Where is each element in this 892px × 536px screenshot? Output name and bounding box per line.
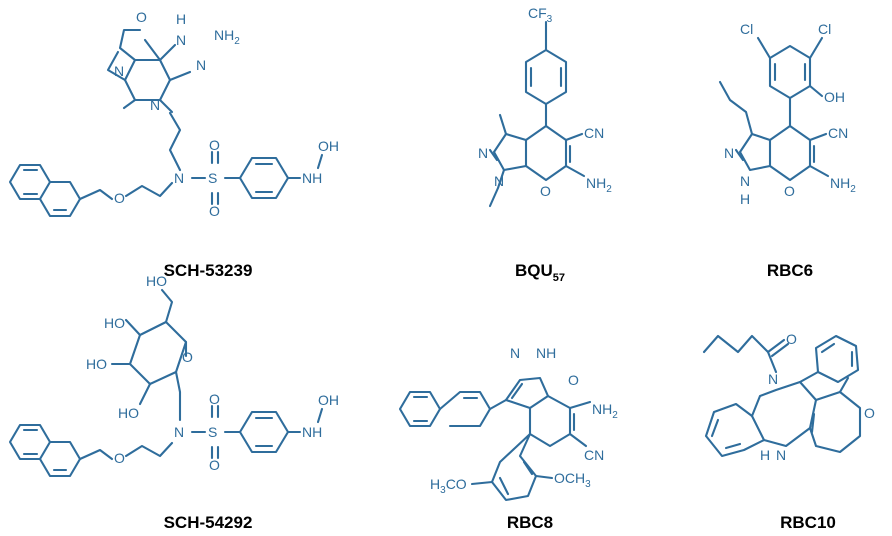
- atom-oh-a: HO: [104, 315, 125, 331]
- atom-oh-top: HO: [146, 273, 167, 289]
- structure-bqu57: CF3 CN N N O NH2 BQU57: [478, 5, 612, 284]
- atom-nh: N: [740, 173, 750, 189]
- atom-n9: N: [150, 97, 160, 113]
- atom-methoxy-b: OCH3: [554, 470, 591, 490]
- atom-amine: NH2: [214, 27, 240, 47]
- atom-amide-o: O: [786, 331, 797, 347]
- atom-nitrile: CN: [584, 447, 604, 463]
- atom-ether-o: O: [114, 190, 125, 206]
- atom-ring-o: O: [182, 349, 193, 365]
- atom-cl-left: Cl: [740, 21, 753, 37]
- atom-ring-o: O: [568, 372, 579, 388]
- atom-hydroxylamine-oh: OH: [318, 392, 339, 408]
- atoms-sch-53239: O N H NH2 N N N N O S O O NH OH: [114, 9, 339, 219]
- atom-s: S: [208, 170, 217, 186]
- atom-n1: N: [510, 345, 520, 361]
- structure-rbc10: O N O N H RBC10: [702, 331, 875, 532]
- atom-amine: NH2: [830, 175, 856, 195]
- bonds-sch-54292: [8, 288, 324, 478]
- compound-name-rbc8: RBC8: [507, 513, 553, 532]
- atom-n-mid: N: [114, 63, 124, 79]
- atom-hydroxylamine-n: NH: [302, 424, 322, 440]
- atom-ketone-o: O: [864, 405, 875, 421]
- atom-amine: NH2: [586, 175, 612, 195]
- atom-oh: OH: [824, 89, 845, 105]
- atom-s: S: [208, 424, 217, 440]
- atoms-rbc8: N NH O NH2 CN H3CO OCH3: [430, 345, 618, 496]
- atom-ring-nh: N: [176, 32, 186, 48]
- atom-ring-nh: N: [776, 447, 786, 463]
- structure-rbc8: N NH O NH2 CN H3CO OCH3 RBC8: [398, 345, 618, 532]
- atom-ring-n: N: [768, 371, 778, 387]
- compound-name-bqu57: BQU57: [515, 261, 565, 284]
- atom-so-bottom: O: [209, 457, 220, 473]
- atom-nitrile: CN: [828, 125, 848, 141]
- bonds-rbc10: [702, 334, 862, 458]
- atom-ring-h: H: [760, 447, 770, 463]
- bonds-bqu57: [488, 20, 586, 208]
- bonds-sch-53239: [8, 28, 324, 218]
- atom-nitrile: CN: [584, 125, 604, 141]
- atom-so-top: O: [209, 137, 220, 153]
- atom-so-bottom: O: [209, 203, 220, 219]
- compound-name-rbc6: RBC6: [767, 261, 813, 280]
- atom-amine: NH2: [592, 401, 618, 421]
- atoms-rbc10: O N O N H: [760, 331, 875, 463]
- atom-sulfonamide-n: N: [174, 424, 184, 440]
- atom-so-top: O: [209, 391, 220, 407]
- compound-name-sch-54292: SCH-54292: [164, 513, 253, 532]
- structure-sch-54292: HO HO HO HO O N O S O O NH OH SCH-54292: [8, 273, 339, 532]
- atom-hydroxylamine-oh: OH: [318, 138, 339, 154]
- atom-ring-o: O: [540, 183, 551, 199]
- structure-sch-53239: O N H NH2 N N N N O S O O NH OH SCH-5323…: [8, 9, 339, 280]
- atom-cf3: CF3: [528, 5, 553, 25]
- atoms-sch-54292: HO HO HO HO O N O S O O NH OH: [86, 273, 339, 473]
- atom-hydroxylamine-n: NH: [302, 170, 322, 186]
- structure-rbc6: Cl Cl OH CN N N H O NH2 RBC6: [718, 21, 856, 280]
- atom-oxo: O: [136, 9, 147, 25]
- atom-n1: N: [478, 145, 488, 161]
- bonds-rbc8: [398, 376, 592, 502]
- compound-name-rbc10: RBC10: [780, 513, 836, 532]
- atom-n2: N: [494, 173, 504, 189]
- atom-n1: N: [724, 145, 734, 161]
- atoms-bqu57: CF3 CN N N O NH2: [478, 5, 612, 199]
- atom-oh-c: HO: [118, 405, 139, 421]
- atoms-rbc6: Cl Cl OH CN N N H O NH2: [724, 21, 856, 207]
- bonds-rbc6: [718, 36, 830, 182]
- atom-nh: NH: [536, 345, 556, 361]
- compound-name-sch-53239: SCH-53239: [164, 261, 253, 280]
- atom-cl-right: Cl: [818, 21, 831, 37]
- atom-sulfonamide-n: N: [174, 170, 184, 186]
- atom-n-top: N: [196, 57, 206, 73]
- atom-nh-h: H: [740, 191, 750, 207]
- atom-oh-b: HO: [86, 356, 107, 372]
- atom-methoxy-a: H3CO: [430, 476, 467, 496]
- atom-ether-o: O: [114, 450, 125, 466]
- atom-ring-h: H: [176, 11, 186, 27]
- atom-ring-o: O: [784, 183, 795, 199]
